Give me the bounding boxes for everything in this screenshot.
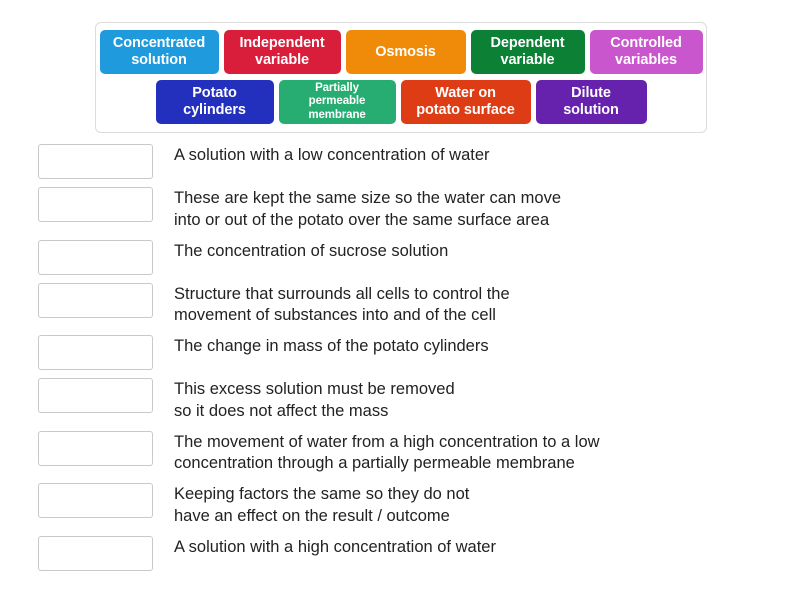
answer-tile[interactable]: Potato cylinders xyxy=(155,80,274,124)
answer-row: A solution with a high concentration of … xyxy=(0,534,800,571)
answer-tile[interactable]: Partially permeable membrane xyxy=(278,80,396,124)
answer-definition-text: Keeping factors the same so they do not … xyxy=(174,485,470,525)
drop-zone[interactable] xyxy=(38,483,153,519)
answer-row: The movement of water from a high concen… xyxy=(0,429,800,476)
answer-row: This excess solution must be removed so … xyxy=(0,376,800,423)
answer-tile[interactable]: Dilute solution xyxy=(535,80,647,124)
answer-row: These are kept the same size so the wate… xyxy=(0,185,800,232)
answer-row: The change in mass of the potato cylinde… xyxy=(0,333,800,371)
answer-tile[interactable]: Osmosis xyxy=(345,30,466,74)
answer-list: A solution with a low concentration of w… xyxy=(0,142,800,577)
answer-row: A solution with a low concentration of w… xyxy=(0,142,800,179)
drop-zone[interactable] xyxy=(38,144,153,179)
drop-zone[interactable] xyxy=(38,335,153,371)
answer-row: The concentration of sucrose solution xyxy=(0,238,800,275)
answer-tile[interactable]: Concentrated solution xyxy=(99,30,219,74)
answer-tile[interactable]: Water on potato surface xyxy=(400,80,531,124)
answer-definition-text: A solution with a high concentration of … xyxy=(174,537,496,556)
drop-zone[interactable] xyxy=(38,282,153,318)
drop-zone[interactable] xyxy=(38,430,153,466)
answer-tile[interactable]: Controlled variables xyxy=(589,30,703,74)
answer-definition-text: The movement of water from a high concen… xyxy=(174,432,600,473)
drop-zone[interactable] xyxy=(38,239,153,275)
answer-row: Structure that surrounds all cells to co… xyxy=(0,281,800,328)
drop-zone[interactable] xyxy=(38,187,153,222)
drop-zone[interactable] xyxy=(38,535,153,571)
answer-row: Keeping factors the same so they do not … xyxy=(0,481,800,528)
answer-definition-text: These are kept the same size so the wate… xyxy=(174,189,562,229)
drop-zone[interactable] xyxy=(38,378,153,414)
answer-definition-text: A solution with a low concentration of w… xyxy=(174,146,490,164)
answer-definition-text: The change in mass of the potato cylinde… xyxy=(174,337,489,356)
answer-definition-text: This excess solution must be removed so … xyxy=(174,380,455,420)
answer-tile[interactable]: Dependent variable xyxy=(470,30,585,74)
answer-tile[interactable]: Independent variable xyxy=(223,30,341,74)
answer-definition-text: Structure that surrounds all cells to co… xyxy=(174,284,510,325)
answer-definition-text: The concentration of sucrose solution xyxy=(174,241,449,260)
